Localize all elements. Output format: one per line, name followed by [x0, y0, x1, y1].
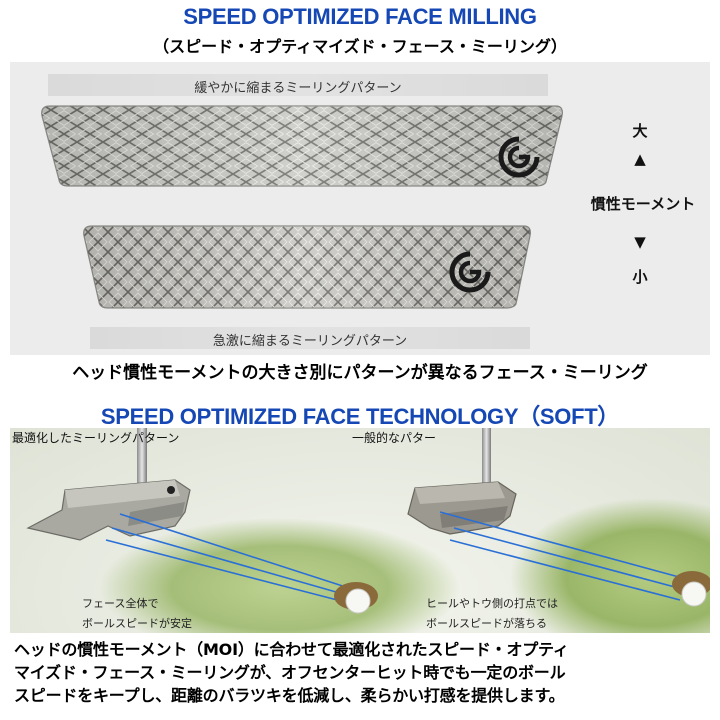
narrow-milling-face	[83, 225, 531, 309]
wide-milling-face	[41, 105, 563, 187]
putter-illustration	[26, 428, 710, 633]
section1-title: SPEED OPTIMIZED FACE MILLING	[183, 4, 537, 29]
scale-large: 大	[632, 122, 648, 140]
right-putter-label: 一般的なパター	[352, 431, 437, 445]
left-putter-label: 最適化したミーリングパターン	[12, 431, 180, 445]
right-note-line2: ボールスピードが落ちる	[426, 617, 547, 630]
brand-logo-icon	[449, 251, 491, 293]
description-line2: マイズド・フェース・ミーリングが、オフセンターヒット時でも一定のボール	[14, 663, 566, 682]
description-line3: スピードをキープし、距離のバラツキを低減し、柔らかい打感を提供します。	[14, 686, 565, 705]
top-band-label: 緩やかに縮まるミーリングパターン	[194, 81, 402, 96]
arrow-down-icon: ▼	[634, 233, 646, 251]
scale-label: 慣性モーメント	[590, 195, 696, 213]
golf-ball-icon	[345, 588, 371, 614]
left-note-line1: フェース全体で	[82, 597, 159, 610]
top-pattern-band	[48, 74, 548, 96]
description: ヘッドの慣性モーメント（MOI）に合わせて最適化されたスピード・オプティ マイズ…	[14, 638, 714, 707]
description-line1: ヘッドの慣性モーメント（MOI）に合わせて最適化されたスピード・オプティ	[14, 640, 569, 659]
section1-subtitle: （スピード・オプティマイズド・フェース・ミーリング）	[153, 37, 567, 56]
milling-panel: 緩やかに縮まるミーリングパターン 急激に縮まるミーリングパターン 大 ▲ 慣性モ…	[10, 62, 710, 355]
golf-ball-icon	[681, 581, 707, 607]
section1-caption: ヘッド慣性モーメントの大きさ別にパターンが異なるフェース・ミーリング	[72, 363, 648, 383]
section2-title: SPEED OPTIMIZED FACE TECHNOLOGY（SOFT）	[100, 404, 620, 429]
putter-comparison-panel: 最適化したミーリングパターン 一般的なパター フェース全体で ボールスピードが安…	[10, 428, 710, 633]
left-note-line2: ボールスピードが安定	[82, 617, 192, 630]
arrow-up-icon: ▲	[634, 150, 646, 168]
brand-logo-icon	[498, 136, 540, 178]
bottom-pattern-band	[90, 327, 530, 349]
right-note-line1: ヒールやトウ側の打点では	[426, 597, 558, 610]
bottom-band-label: 急激に縮まるミーリングパターン	[212, 334, 408, 349]
scale-small: 小	[632, 268, 648, 286]
